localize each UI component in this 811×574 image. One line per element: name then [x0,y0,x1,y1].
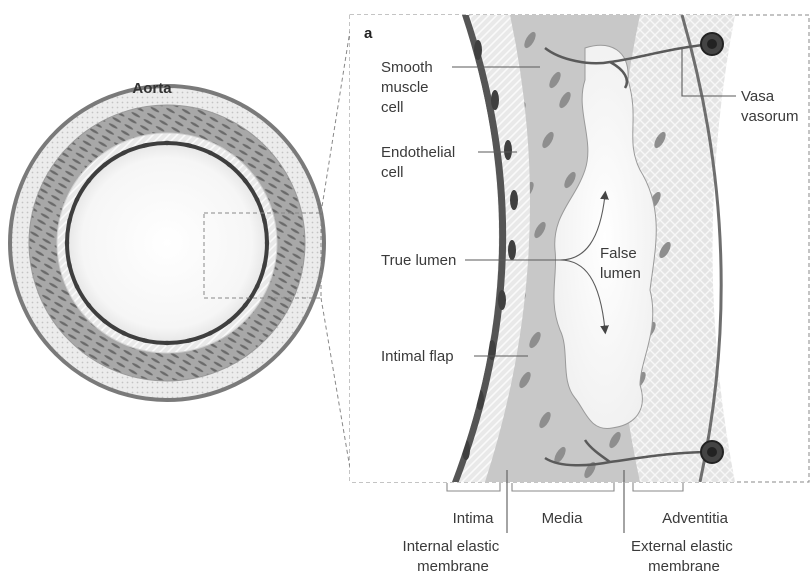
zoom-connector-bottom [321,298,352,480]
label-external-elastic-membrane: External elastic membrane [631,538,737,574]
label-internal-elastic-membrane: Internal elastic membrane [403,538,504,574]
label-true-lumen: True lumen [381,252,456,269]
label-intima: Intima [453,510,495,527]
endothelial-bump [163,141,171,145]
aorta-title: Aorta [132,80,172,97]
endothelial-bump [65,239,69,247]
endothelial-bump [163,341,171,345]
aorta-cross-section [10,86,324,400]
aorta-lumen [67,143,267,343]
label-adventitia: Adventitia [662,510,729,527]
label-vasa-vasorum: Vasa vasorum [741,88,799,125]
zoom-connector-top [321,18,352,213]
bracket-media [512,483,614,491]
label-intimal-flap: Intimal flap [381,348,454,365]
endothelial-cell [491,90,499,110]
panel-letter: a [364,25,373,42]
endothelial-cell [474,40,482,60]
vasa-vasorum-bottom-node-core [707,447,717,457]
endothelial-cell [508,240,516,260]
endothelial-cell [510,190,518,210]
endothelial-cell [504,140,512,160]
vasa-vasorum-top-node-core [707,39,717,49]
bracket-adventitia [633,483,683,491]
endothelial-bump [265,239,269,247]
endothelial-cell [498,290,506,310]
label-media: Media [542,510,584,527]
bracket-intima [447,483,500,491]
